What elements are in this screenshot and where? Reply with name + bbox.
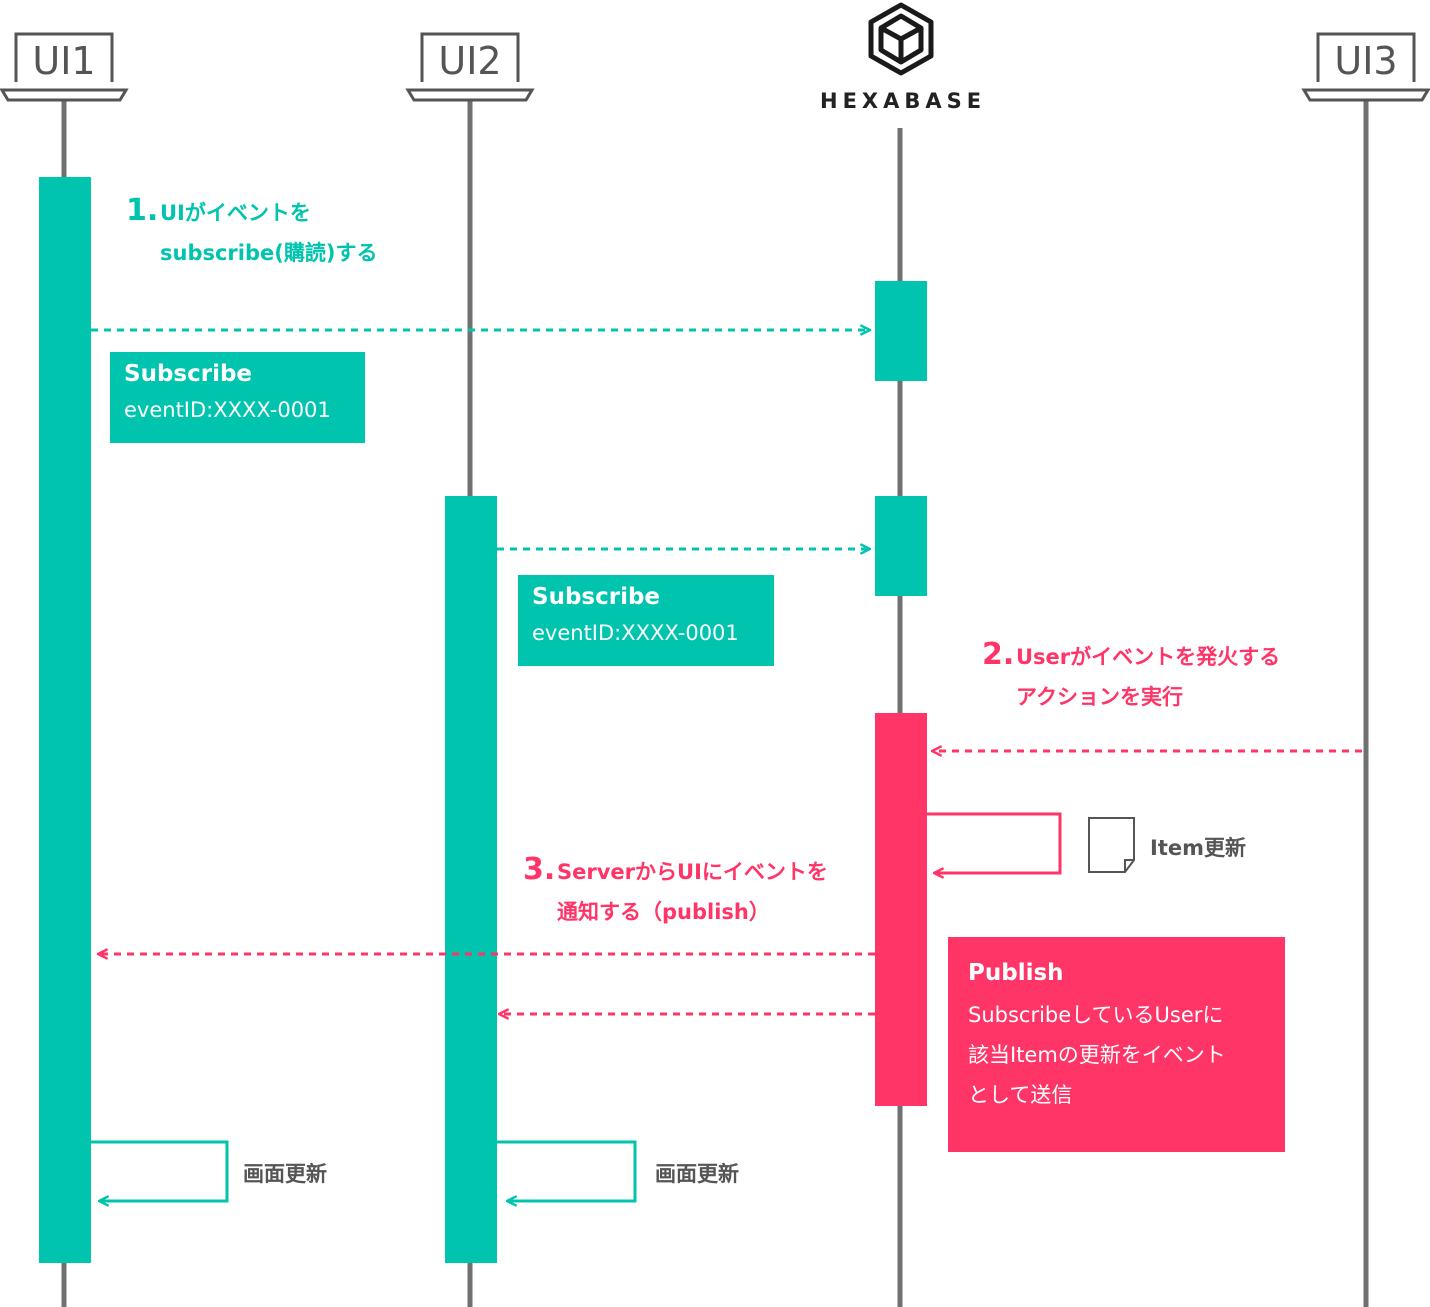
subscribe-title: Subscribe <box>124 361 253 387</box>
activation-server-1 <box>875 281 927 381</box>
participant-label-ui3: UI3 <box>1334 39 1398 83</box>
laptop-icon-ui2 <box>405 32 535 102</box>
arrow-item-update-loop <box>927 812 1062 873</box>
subscribe-title: Subscribe <box>532 584 661 610</box>
activation-ui2 <box>445 496 497 1263</box>
step3-caption: 3. ServerからUIにイベントを 通知する（publish） <box>523 852 828 932</box>
publish-title: Publish <box>968 960 1064 986</box>
step2-caption: 2. Userがイベントを発火する アクションを実行 <box>982 637 1281 717</box>
step1-line1: UIがイベントを <box>160 201 311 225</box>
activation-ui1 <box>39 177 91 1263</box>
publish-line2: 該当Itemの更新をイベント <box>968 1043 1226 1067</box>
participant-label-ui1: UI1 <box>32 39 96 83</box>
step1-caption: 1. UIがイベントを subscribe(購読)する <box>126 193 378 273</box>
activation-server-2 <box>875 496 927 596</box>
arrow-refresh-ui1-loop <box>91 1140 229 1201</box>
publish-line3: として送信 <box>968 1083 1073 1107</box>
step1-number: 1. <box>126 193 159 228</box>
refresh-label-ui1: 画面更新 <box>243 1162 327 1186</box>
refresh-label-ui2: 画面更新 <box>655 1162 739 1186</box>
step3-line1: ServerからUIにイベントを <box>557 860 828 884</box>
server-brand-label: HEXABASE <box>820 89 987 113</box>
document-icon <box>1088 817 1135 873</box>
step2-line1: Userがイベントを発火する <box>1016 645 1281 669</box>
step1-line2: subscribe(購読)する <box>160 241 378 265</box>
participant-label-ui2: UI2 <box>438 39 502 83</box>
subscribe-message-box-ui2: Subscribe eventID:XXXX-0001 <box>518 575 774 666</box>
subscribe-event-id: eventID:XXXX-0001 <box>532 621 739 645</box>
step3-line2: 通知する（publish） <box>557 900 770 924</box>
subscribe-event-id: eventID:XXXX-0001 <box>124 398 331 422</box>
step3-number: 3. <box>523 852 556 887</box>
arrow-refresh-ui2-loop <box>497 1140 637 1201</box>
laptop-icon-ui3 <box>1301 32 1430 102</box>
step2-line2: アクションを実行 <box>1016 685 1183 709</box>
publish-message-box: Publish SubscribeしているUserに 該当Itemの更新をイベン… <box>948 937 1285 1152</box>
laptop-icon-ui1 <box>0 32 129 102</box>
activation-server-3 <box>875 713 927 1106</box>
hexagon-logo-icon <box>868 2 934 76</box>
step2-number: 2. <box>982 637 1015 672</box>
publish-line1: SubscribeしているUserに <box>968 1003 1224 1027</box>
subscribe-message-box-ui1: Subscribe eventID:XXXX-0001 <box>110 352 365 443</box>
item-update-label: Item更新 <box>1150 836 1246 860</box>
